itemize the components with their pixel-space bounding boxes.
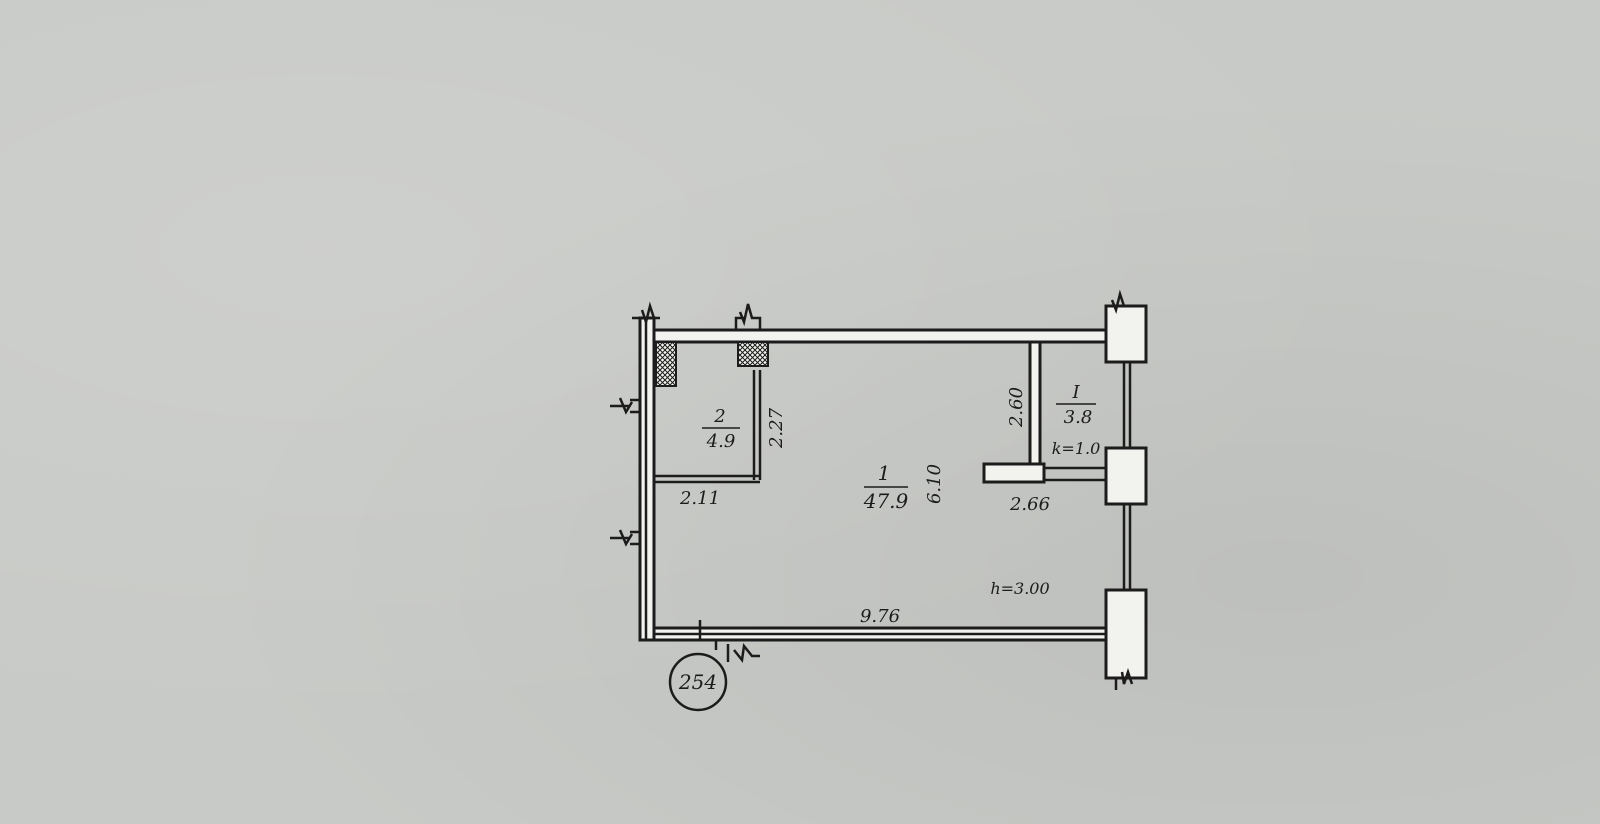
balcony-label: I 3.8 k=1.0 — [1052, 382, 1101, 458]
balcony-partition — [982, 340, 1106, 484]
sheet-number-badge: 254 — [668, 652, 728, 712]
right-column-middle — [1104, 446, 1148, 506]
balcony-coefficient: k=1.0 — [1052, 439, 1101, 458]
dimension-main-room-depth: 6.10 — [924, 464, 945, 504]
dimension-small-room-width: 2.11 — [679, 488, 720, 509]
right-column-bottom — [1104, 588, 1148, 680]
ceiling-height: h=3.00 — [990, 579, 1049, 598]
top-wall — [652, 328, 1108, 344]
room-1-area: 47.9 — [863, 489, 909, 513]
vent-shaft-right — [737, 341, 769, 367]
room-2-number: 2 — [713, 406, 725, 427]
break-marks — [610, 289, 1146, 690]
dimension-main-room-length: 9.76 — [860, 606, 900, 627]
room-2-area: 4.9 — [706, 431, 736, 452]
room-1-number: 1 — [878, 461, 891, 485]
dimension-balcony-width: 2.66 — [1009, 494, 1050, 515]
balcony-glazing — [1122, 362, 1132, 590]
dimension-balcony-depth: 2.60 — [1006, 387, 1027, 428]
sheet-number: 254 — [678, 670, 717, 694]
dimension-small-room-height: 2.27 — [766, 407, 787, 449]
balcony-area: 3.8 — [1064, 407, 1093, 428]
balcony-number: I — [1071, 382, 1080, 403]
right-column-top — [1104, 304, 1148, 364]
small-room-partition — [654, 370, 762, 484]
room-1-label: 1 47.9 — [863, 461, 909, 513]
bottom-wall — [652, 626, 1108, 642]
left-wall — [638, 316, 656, 642]
vent-shaft-left — [655, 341, 677, 387]
room-2-label: 2 4.9 — [702, 406, 740, 452]
